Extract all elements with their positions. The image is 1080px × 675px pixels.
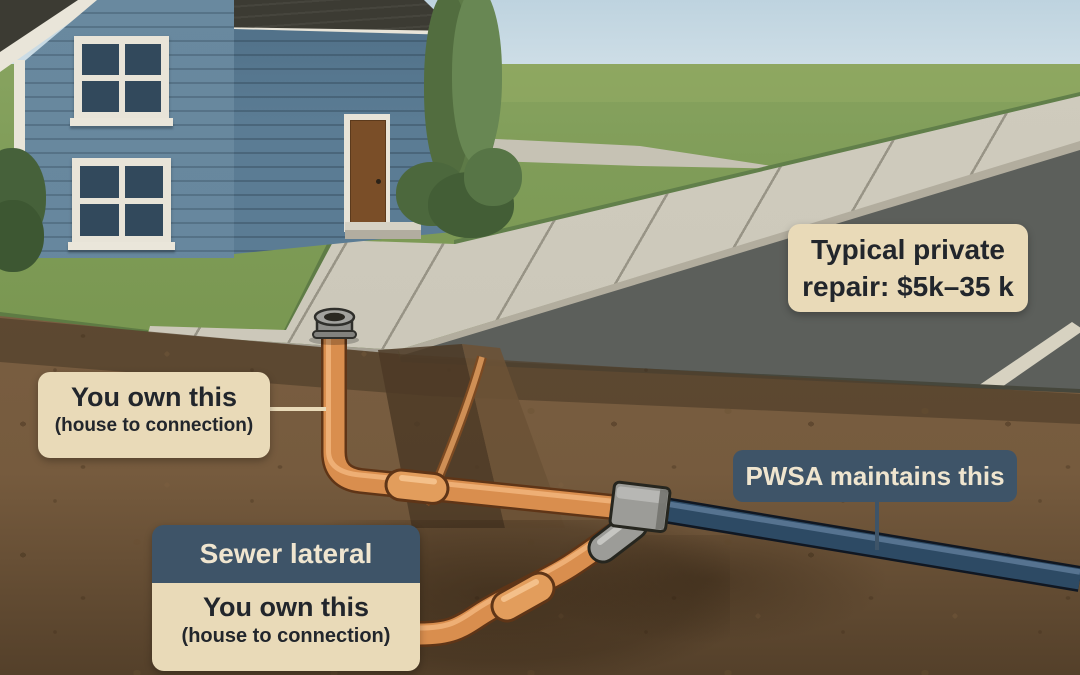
door-step [345,222,421,231]
door-frame [344,114,390,234]
pwsa-callout-text: PWSA maintains this [745,461,1005,491]
far-field-grass [430,64,1080,102]
front-door [350,120,386,234]
lower-window-sill [68,242,175,250]
lower-window [72,158,171,244]
cleanout-cap [309,307,359,345]
pipe-coupling-upper [384,468,450,505]
sewer-lateral-body: You own this (house to connection) [152,583,420,671]
sewer-lateral-title: You own this [203,592,369,622]
owner-label-connector [264,407,326,411]
upper-window [74,36,169,120]
window-panes [82,44,161,112]
house-lateral-pipe [321,333,643,523]
pipe-coupling-lower [490,571,556,623]
pwsa-label-connector [875,500,879,550]
tall-shrub-light [452,0,502,164]
bush-right-small [464,148,522,206]
sewer-lateral-header: Sewer lateral [152,525,420,583]
door-step-face [345,230,421,239]
owner-callout-title: You own this [71,382,237,412]
repair-cost-line2: repair: $5k–35 k [802,271,1014,302]
owner-callout: You own this (house to connection) [38,372,270,458]
sewer-lateral-card: Sewer lateral You own this (house to con… [152,525,420,671]
bush-left-low [0,200,44,272]
sewer-lateral-subtitle: (house to connection) [181,625,391,647]
upper-window-sill [70,118,173,126]
water-main-pipe [649,495,1080,592]
tee-fitting [608,480,672,534]
owner-callout-subtitle: (house to connection) [54,415,254,436]
repair-cost-line1: Typical private [810,234,1005,265]
window-panes [80,166,163,236]
pwsa-callout: PWSA maintains this [733,450,1017,502]
door-knob [376,179,381,184]
repair-cost-callout: Typical private repair: $5k–35 k [788,224,1028,312]
